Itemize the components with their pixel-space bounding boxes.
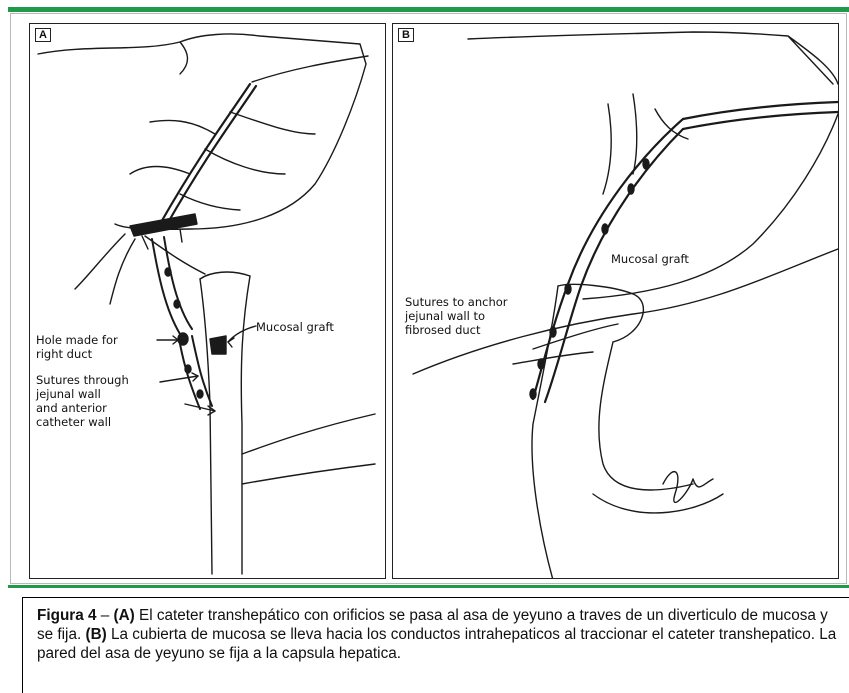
- label-mucosal-graft-b: Mucosal graft: [611, 252, 689, 266]
- label-sutures-line1: Sutures through: [36, 373, 129, 387]
- caption-figure-label: Figura 4: [37, 607, 97, 624]
- label-anchor-line1: Sutures to anchor: [405, 295, 508, 309]
- label-hole-line2: right duct: [36, 347, 92, 361]
- caption-dash: –: [97, 607, 114, 624]
- caption-b-marker: (B): [85, 626, 106, 643]
- label-mucosal-graft-a: Mucosal graft: [256, 320, 334, 334]
- bottom-accent-bar: [8, 585, 849, 588]
- panel-b-letter: B: [398, 28, 414, 42]
- label-hole-line1: Hole made for: [36, 333, 118, 347]
- caption-b-text: La cubierta de mucosa se lleva hacia los…: [37, 626, 836, 662]
- top-accent-bar: [8, 7, 849, 12]
- label-anchor-line2: jejunal wall to: [405, 309, 485, 323]
- label-sutures-line3: and anterior: [36, 401, 107, 415]
- label-sutures-line2: jejunal wall: [36, 387, 101, 401]
- panel-a-illustration: [30, 24, 386, 579]
- label-anchor-line3: fibrosed duct: [405, 323, 481, 337]
- figure-caption: Figura 4 – (A) El cateter transhepático …: [22, 597, 849, 693]
- panel-a-letter: A: [35, 28, 51, 42]
- caption-a-marker: (A): [114, 607, 135, 624]
- panel-b: B Mucosal graft Sutures to anchor jejuna…: [392, 23, 839, 579]
- label-sutures-line4: catheter wall: [36, 415, 111, 429]
- panel-a: A Mucosal graft Hole made for right duct…: [29, 23, 386, 579]
